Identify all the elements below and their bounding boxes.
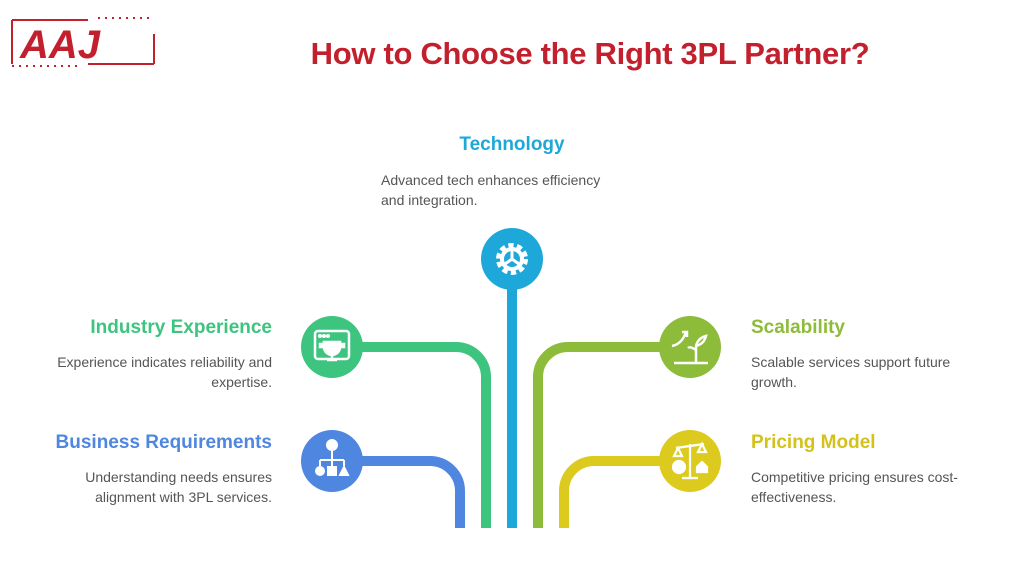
pricing-description-line: effectiveness. — [751, 489, 837, 505]
industry-description-line: Experience indicates reliability and — [57, 354, 272, 370]
technology-description-line: Advanced tech enhances efficiency — [381, 172, 601, 188]
pricing-description-line: Competitive pricing ensures cost- — [751, 469, 958, 485]
scalability-description-line: growth. — [751, 374, 797, 390]
business-description-line: alignment with 3PL services. — [95, 489, 272, 505]
technology-description-line: and integration. — [381, 192, 478, 208]
scalability-description-line: Scalable services support future — [751, 354, 951, 370]
industry-heading: Industry Experience — [90, 317, 272, 338]
scalability-description: Scalable services support future growth. — [751, 352, 950, 392]
industry-node — [301, 316, 363, 378]
balance-scale-icon — [671, 441, 709, 480]
growth-plant-icon — [671, 330, 708, 365]
business-heading: Business Requirements — [55, 432, 272, 453]
technology-description: Advanced tech enhances efficiency and in… — [381, 170, 600, 210]
pricing-line — [559, 456, 660, 528]
industry-description: Experience indicates reliability and exp… — [57, 352, 272, 392]
business-node — [301, 430, 363, 492]
pricing-node — [659, 430, 721, 492]
pricing-description: Competitive pricing ensures cost- effect… — [751, 467, 958, 507]
scalability-node — [659, 316, 721, 378]
aaj-logo: AAJ — [11, 17, 155, 67]
technology-node — [481, 228, 543, 290]
svg-text:AAJ: AAJ — [19, 23, 101, 67]
business-description-line: Understanding needs ensures — [85, 469, 272, 485]
gear-icon — [496, 243, 528, 275]
industry-description-line: expertise. — [211, 374, 272, 390]
technology-heading: Technology — [459, 134, 565, 155]
page-title: How to Choose the Right 3PL Partner? — [310, 36, 870, 71]
scalability-heading: Scalability — [751, 317, 845, 338]
scalability-line — [533, 342, 660, 528]
pricing-heading: Pricing Model — [751, 432, 876, 453]
industry-line — [362, 342, 491, 528]
idea-flowchart-icon — [315, 439, 350, 476]
trophy-window-icon — [313, 329, 351, 362]
business-line — [362, 456, 465, 528]
business-description: Understanding needs ensures alignment wi… — [85, 467, 272, 507]
